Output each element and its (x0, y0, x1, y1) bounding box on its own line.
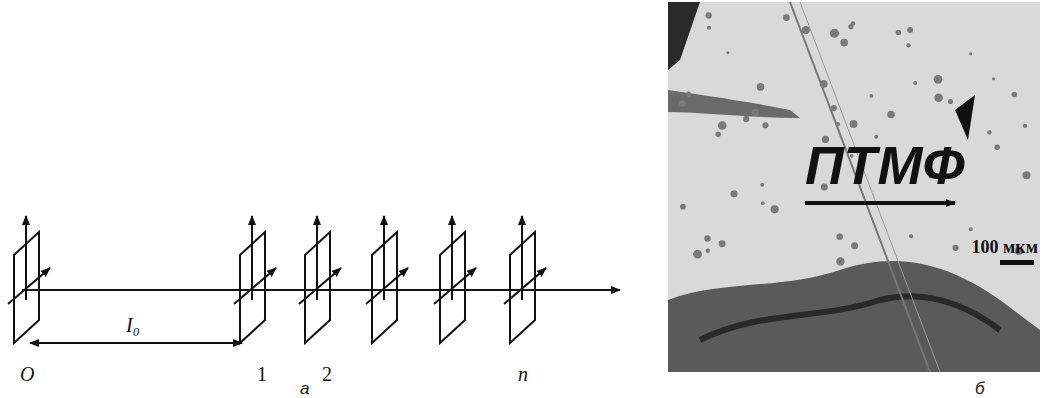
panel-label: а (300, 380, 309, 397)
plane-number: 2 (322, 364, 332, 384)
logo-text: ПТМФ (805, 138, 965, 192)
plane-number: n (518, 364, 528, 384)
distance-label: I₀ (126, 315, 140, 335)
optical-axis (22, 289, 620, 291)
field-vector (299, 268, 341, 304)
micrograph (668, 2, 1040, 372)
field-vector (504, 268, 546, 304)
axis-label: O (20, 364, 34, 384)
field-vector (366, 268, 408, 304)
field-vector (8, 268, 50, 304)
plane-number: 1 (257, 364, 267, 384)
distance-arrow (30, 342, 242, 344)
scale-label: 100 мкм (972, 238, 1038, 256)
scale-bar (1000, 260, 1034, 265)
panel-label: б (975, 380, 985, 397)
field-vector (434, 268, 476, 304)
field-vector (234, 268, 276, 304)
